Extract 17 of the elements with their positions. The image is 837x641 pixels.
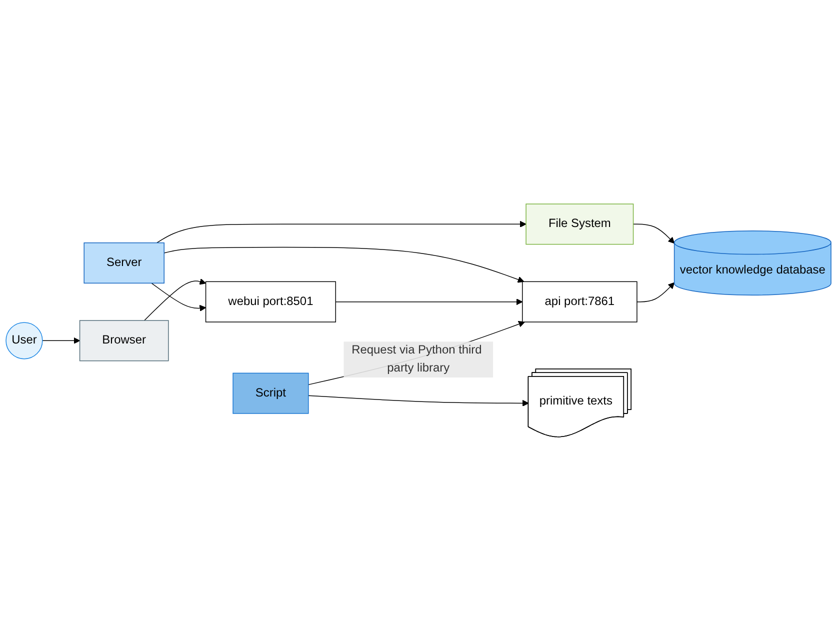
node-box: webui port:8501 xyxy=(205,281,336,322)
node-box: api port:7861 xyxy=(522,281,638,322)
arrow xyxy=(164,247,524,283)
arrow xyxy=(636,282,675,302)
node-box: File System xyxy=(526,204,634,245)
arrow xyxy=(632,224,675,244)
edge-label: Request via Python third party library xyxy=(352,344,482,375)
arrow xyxy=(156,220,526,244)
node-circle: User xyxy=(6,322,43,360)
node-box: Script xyxy=(232,372,309,414)
arrow xyxy=(151,282,206,312)
node-box: Server xyxy=(84,242,164,284)
node-box: Browser xyxy=(79,320,169,362)
arrow xyxy=(42,337,80,344)
arrow xyxy=(308,395,529,407)
arrow xyxy=(335,298,523,306)
arrow xyxy=(144,278,206,321)
